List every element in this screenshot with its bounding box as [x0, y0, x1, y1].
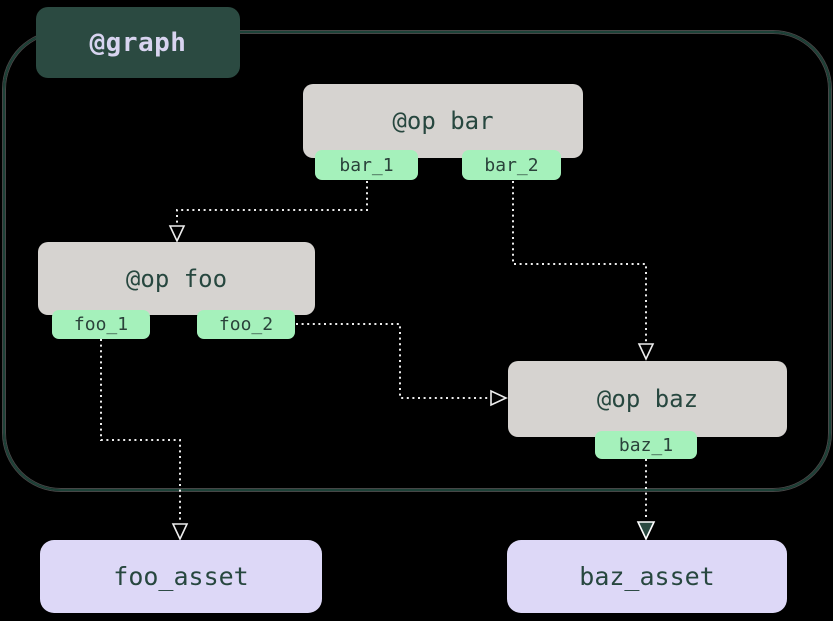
arrowhead-into-baz-left: [490, 389, 508, 407]
arrowhead-into-foo-asset: [171, 523, 189, 541]
graph-boundary: [3, 31, 831, 491]
edge-foo2-to-baz: [296, 323, 489, 399]
asset-node-baz-asset: baz_asset: [507, 540, 787, 613]
baz-asset-label: baz_asset: [579, 562, 715, 591]
output-tag-bar-2-label: bar_2: [484, 154, 539, 176]
foo-asset-label: foo_asset: [113, 562, 249, 591]
edge-bar2-to-baz: [512, 181, 647, 342]
output-tag-baz-1-label: baz_1: [618, 434, 674, 456]
output-tag-foo-2-label: foo_2: [218, 314, 274, 335]
output-tag-bar-1-label: bar_1: [339, 154, 394, 176]
output-tag-bar-1: bar_1: [315, 150, 418, 180]
arrowhead-into-baz-asset: [636, 521, 656, 541]
op-foo-label: @op foo: [125, 264, 228, 293]
edge-bar1-to-foo: [176, 181, 368, 224]
output-tag-baz-1: baz_1: [595, 431, 697, 459]
output-tag-bar-2: bar_2: [462, 150, 561, 180]
op-bar-label: @op bar: [392, 107, 494, 135]
graph-label: @graph: [89, 27, 187, 58]
output-tag-foo-2: foo_2: [197, 310, 295, 339]
graph-label-badge: @graph: [36, 7, 240, 78]
op-baz-label: @op baz: [596, 385, 699, 413]
op-node-bar: @op bar: [303, 84, 583, 158]
output-tag-foo-1: foo_1: [52, 310, 150, 339]
op-node-baz: @op baz: [508, 361, 787, 437]
output-tag-foo-1-label: foo_1: [73, 314, 129, 335]
arrowhead-into-baz-top: [637, 343, 655, 361]
arrowhead-into-foo: [168, 225, 186, 243]
edge-foo1-to-foo-asset: [100, 339, 181, 522]
asset-node-foo-asset: foo_asset: [40, 540, 322, 613]
op-node-foo: @op foo: [38, 242, 315, 315]
